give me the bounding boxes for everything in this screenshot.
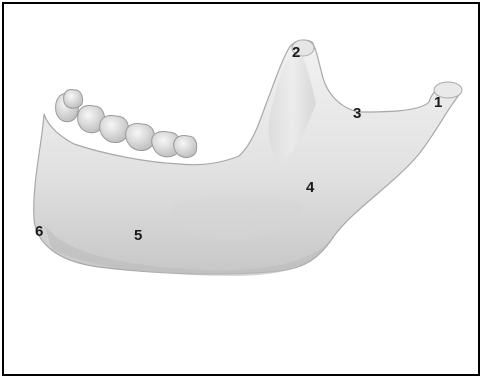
tooth [100,116,129,143]
label-1: 1 [434,94,442,111]
figure-frame: 1 2 3 4 5 6 [2,2,480,376]
label-4: 4 [306,179,315,196]
tooth [126,124,155,151]
label-3: 3 [353,105,361,122]
label-6: 6 [35,223,43,240]
label-5: 5 [134,227,142,244]
tooth [64,90,83,109]
mandible-diagram: 1 2 3 4 5 6 [4,4,478,374]
tooth [174,136,197,158]
label-2: 2 [292,44,300,61]
